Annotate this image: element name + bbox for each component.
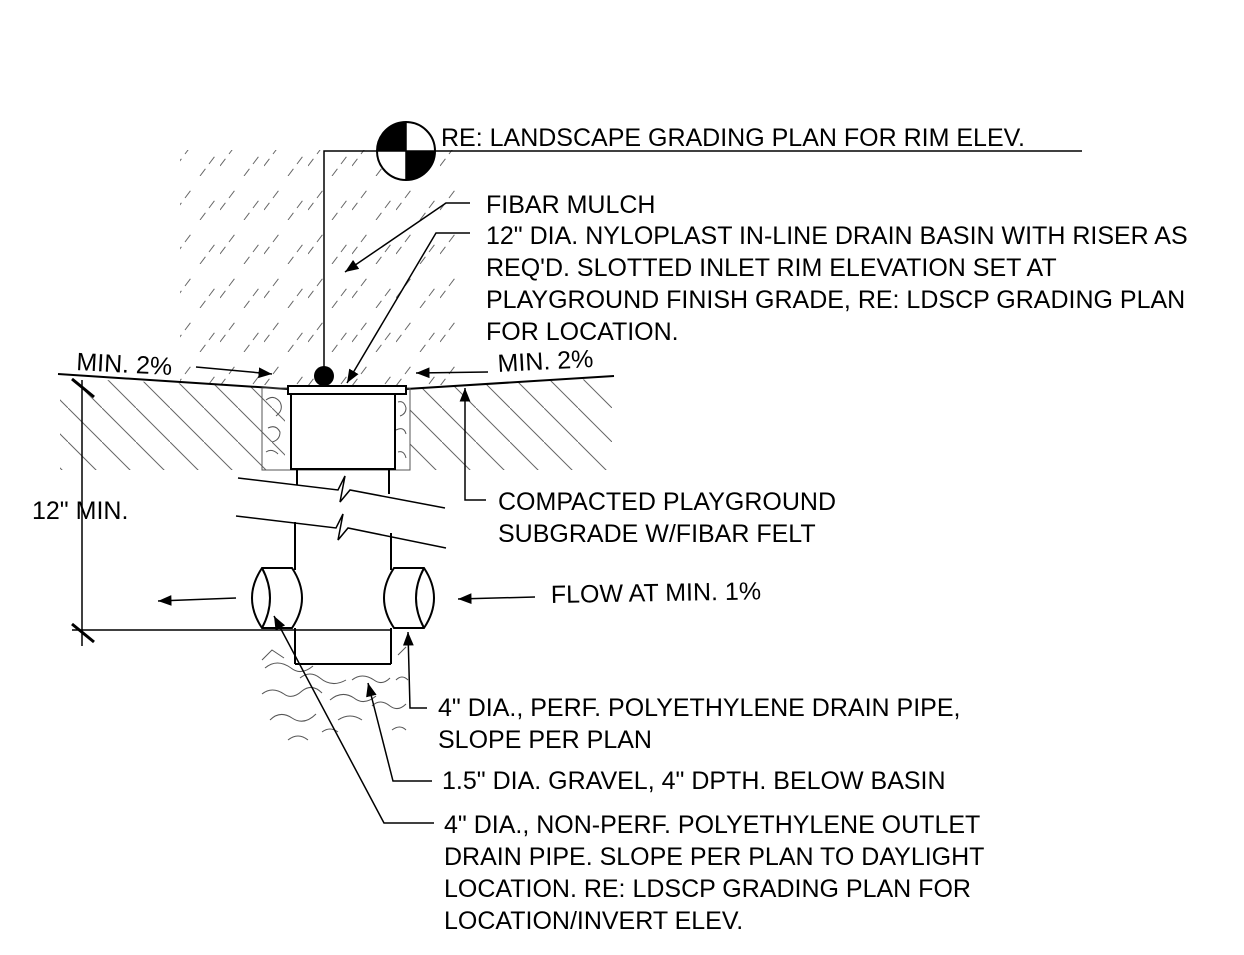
mulch-label: FIBAR MULCH (486, 191, 655, 219)
depth-label: 12" MIN. (32, 497, 128, 525)
rim-elev-label: RE: LANDSCAPE GRADING PLAN FOR RIM ELEV. (441, 124, 1025, 152)
basin-label-line-2: REQ'D. SLOTTED INLET RIM ELEVATION SET A… (486, 254, 1057, 282)
outlet-pipe-label-line-4: LOCATION/INVERT ELEV. (444, 907, 743, 935)
fibar-mulch-layer (180, 150, 460, 385)
flow-label: FLOW AT MIN. 1% (551, 577, 762, 609)
finish-grade-line (57, 373, 615, 390)
perf-pipe-label-line-2: SLOPE PER PLAN (438, 726, 652, 754)
basin-label-line-3: PLAYGROUND FINISH GRADE, RE: LDSCP GRADI… (486, 286, 1185, 314)
side-pipe-perforated (383, 567, 435, 629)
outlet-pipe-label-line-1: 4" DIA., NON-PERF. POLYETHYLENE OUTLET (444, 811, 980, 839)
side-pipe-outlet (251, 567, 303, 629)
drain-basin (287, 385, 407, 470)
depth-dimension (71, 377, 390, 646)
basin-label-line-4: FOR LOCATION. (486, 318, 679, 346)
outlet-pipe-label-line-2: DRAIN PIPE. SLOPE PER PLAN TO DAYLIGHT (444, 843, 984, 871)
slope-left-label: MIN. 2% (76, 348, 173, 381)
rim-elevation-symbol (376, 121, 436, 181)
riser-pipe (294, 469, 392, 665)
gravel-label: 1.5" DIA. GRAVEL, 4" DPTH. BELOW BASIN (442, 767, 946, 795)
subgrade-label-line-1: COMPACTED PLAYGROUND (498, 488, 836, 516)
leader-lines (157, 150, 1082, 824)
rim-marker-dot (314, 366, 334, 386)
slope-right-label: MIN. 2% (497, 345, 594, 378)
basin-label-line-1: 12" DIA. NYLOPLAST IN-LINE DRAIN BASIN W… (486, 222, 1188, 250)
subgrade-label-line-2: SUBGRADE W/FIBAR FELT (498, 520, 816, 548)
perf-pipe-label-line-1: 4" DIA., PERF. POLYETHYLENE DRAIN PIPE, (438, 694, 960, 722)
break-lines (235, 475, 447, 549)
gravel-bed (261, 646, 409, 741)
outlet-pipe-label-line-3: LOCATION. RE: LDSCP GRADING PLAN FOR (444, 875, 971, 903)
